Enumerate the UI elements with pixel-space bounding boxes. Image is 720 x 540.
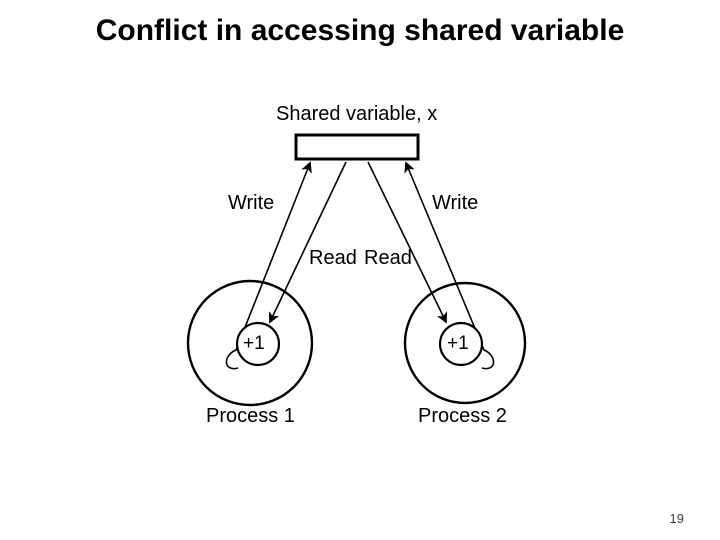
write-label-process-2: Write (432, 192, 479, 214)
page-number: 19 (669, 511, 684, 526)
shared-variable-box (294, 133, 420, 161)
write-label-process-1: Write (228, 192, 275, 214)
process-1-inner-circle (235, 321, 281, 367)
write-arrow-process-2 (404, 161, 495, 370)
shared-variable-label: Shared variable, x (276, 103, 438, 125)
read-label-process-2: Read (364, 247, 412, 269)
process-1-label: Process 1 (206, 405, 295, 427)
process-2-operation-label: +1 (447, 333, 469, 354)
process-2-outer-circle (403, 281, 527, 405)
process-2-inner-circle (438, 321, 484, 367)
process-1-outer-circle (186, 279, 314, 407)
process-1-operation-label: +1 (243, 333, 265, 354)
process-2-label: Process 2 (418, 405, 507, 427)
write-arrow-process-1 (225, 161, 312, 370)
read-label-process-1: Read (309, 247, 357, 269)
read-arrow-process-2 (367, 161, 447, 324)
page-title: Conflict in accessing shared variable (95, 14, 625, 47)
read-arrow-process-1 (268, 161, 347, 324)
